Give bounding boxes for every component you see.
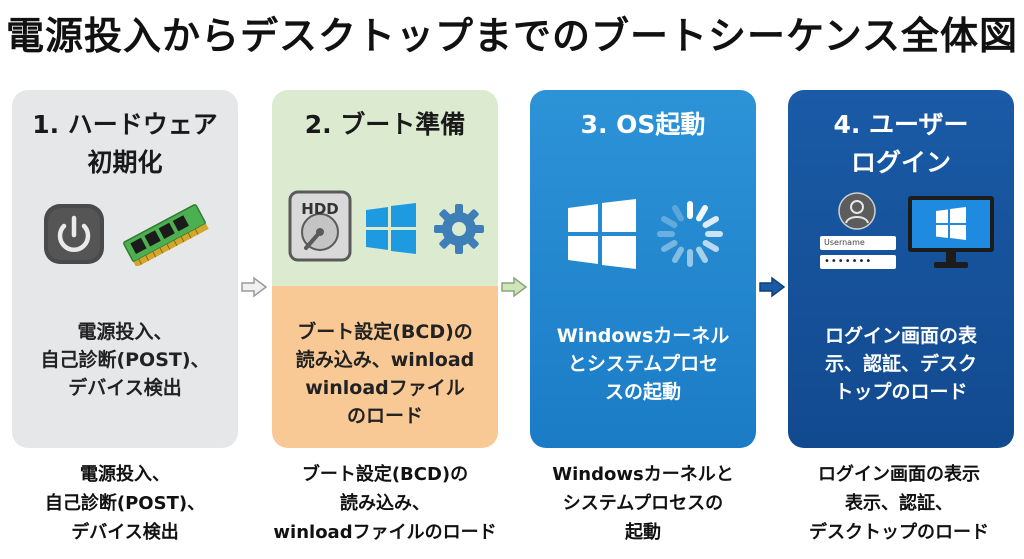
user-avatar-icon [838, 192, 876, 230]
password-field: ••••••• [820, 255, 896, 269]
step-title: 1. ハードウェア 初期化 [32, 110, 218, 177]
step-card-os-start: 3. OS起動 Windowsカーネル とシステムプロセ スの起動 [530, 90, 756, 448]
step-title: 3. OS起動 [580, 110, 706, 139]
step-description: ブート設定(BCD)の 読み込み、winload winloadファイル のロー… [295, 321, 475, 427]
windows-logo-icon [568, 199, 636, 269]
loading-spinner-icon [657, 201, 723, 267]
hdd-label: HDD [301, 200, 339, 218]
username-field: Username [820, 236, 896, 250]
step-card-hardware-init: 1. ハードウェア 初期化 電源投入、 自己診断(POST)、 デバイス検出 [12, 90, 238, 448]
page-title: 電源投入からデスクトップまでのブートシーケンス全体図 [5, 14, 1019, 58]
step-description: Windowsカーネル とシステムプロセ スの起動 [556, 325, 730, 403]
monitor-icon [908, 196, 994, 268]
login-form-icon: Username ••••••• [818, 192, 898, 272]
step-title: 4. ユーザー ログイン [833, 110, 969, 177]
step-caption: ログイン画面の表示 表示、認証、 デスクトップのロード [809, 464, 989, 543]
gear-icon [434, 204, 484, 254]
step-caption: Windowsカーネルと システムプロセスの 起動 [552, 464, 734, 543]
flow-arrow-icon [759, 276, 786, 298]
step-description: 電源投入、 自己診断(POST)、 デバイス検出 [40, 321, 210, 399]
step-caption: ブート設定(BCD)の 読み込み、 winloadファイルのロード [273, 464, 497, 543]
step-title: 2. ブート準備 [304, 110, 466, 139]
flow-arrow-icon [501, 276, 528, 298]
windows-logo-icon [366, 203, 416, 254]
power-button-icon [44, 204, 104, 264]
flow-arrow-icon [241, 276, 268, 298]
ram-module-icon [123, 204, 209, 266]
hdd-icon: HDD [288, 190, 352, 262]
step-card-boot-prep: 2. ブート準備 HDD ブート設定(BCD)の 読み込み、winload wi [272, 90, 498, 448]
step-card-user-login: 4. ユーザー ログイン Username ••••••• ログイン画面の表 示… [788, 90, 1014, 448]
step-description: ログイン画面の表 示、認証、デスク トップのロード [824, 325, 977, 403]
step-caption: 電源投入、 自己診断(POST)、 デバイス検出 [44, 464, 206, 543]
